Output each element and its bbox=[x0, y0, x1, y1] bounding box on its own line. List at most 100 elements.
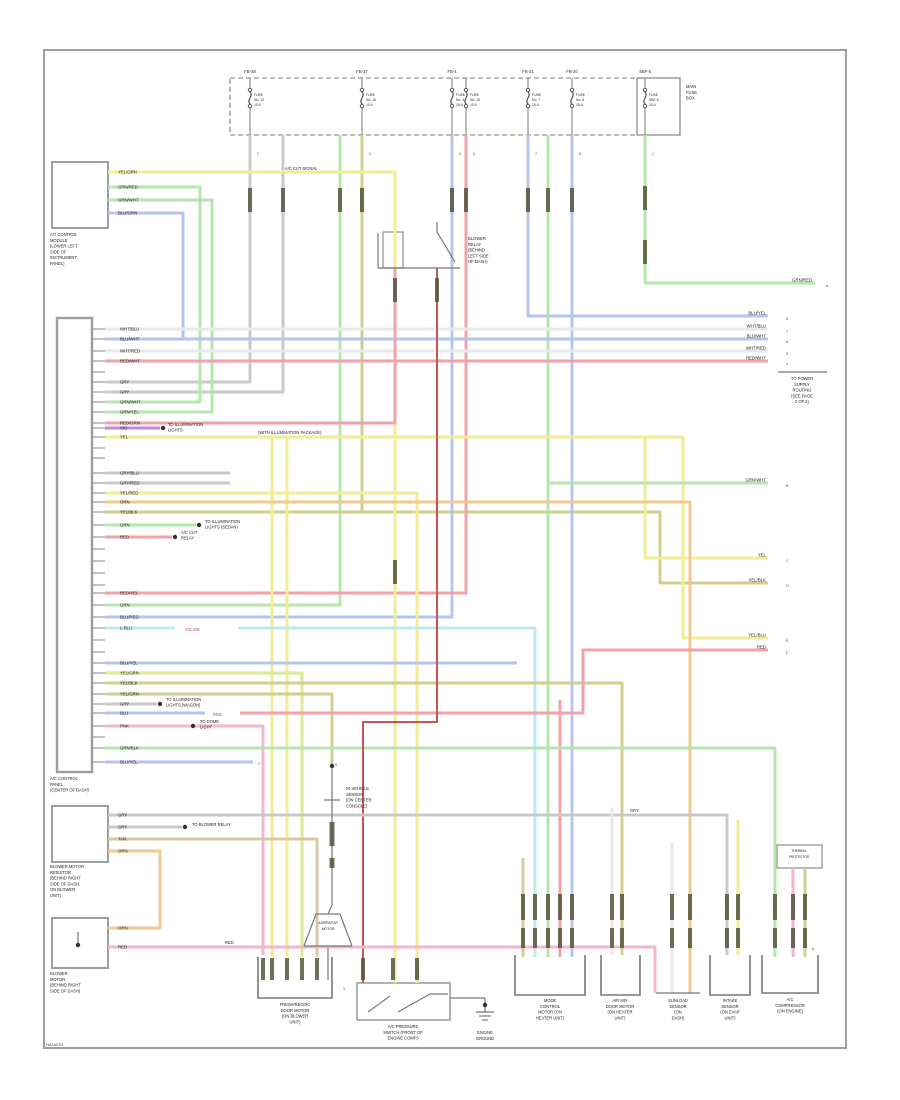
component-label: LEFT SIDE bbox=[468, 253, 489, 258]
component-label: RESISTOR bbox=[50, 870, 71, 875]
fuse-number: No. 12 bbox=[254, 98, 264, 102]
wire-code-label: BLU bbox=[120, 711, 128, 716]
wire-end-label: WHT/RED bbox=[746, 346, 766, 351]
fuse-terminal bbox=[247, 103, 253, 109]
component-label: BLOWER bbox=[468, 236, 486, 241]
fuse-terminal bbox=[642, 87, 648, 93]
wire-code-label: YEL/GRN bbox=[120, 692, 139, 697]
wire-darkred bbox=[362, 268, 438, 983]
connector-ref: 5 bbox=[786, 352, 788, 356]
fuse-amp: 30 A bbox=[649, 103, 657, 107]
fuse-name: FUSE bbox=[576, 93, 586, 97]
fuse-top-label: FB-20 bbox=[566, 69, 578, 74]
component-label: UNIT) bbox=[725, 1015, 737, 1020]
component-label: BLOWER bbox=[50, 971, 68, 976]
wire-red bbox=[105, 268, 397, 425]
annotation-text: TO ILLUMINATION bbox=[166, 697, 201, 702]
component-label: (ON BLOWER bbox=[282, 1014, 308, 1019]
fuse-box-dashed bbox=[229, 77, 681, 136]
diagram-line bbox=[367, 995, 391, 1013]
fuse-terminal bbox=[642, 103, 648, 109]
fuse-number: No. 16 bbox=[366, 98, 376, 102]
tiny-ref: 3 bbox=[369, 152, 371, 156]
page-border bbox=[43, 49, 847, 1049]
wire-code-label: WHT/BLU bbox=[120, 327, 139, 332]
component-label: IN-VEHICLE bbox=[346, 786, 369, 791]
fuse-top-label: FB-21 bbox=[522, 69, 534, 74]
wire-code-label: YEL/BLK bbox=[120, 510, 138, 515]
tiny-ref: 2 bbox=[258, 762, 260, 766]
diagram-line bbox=[339, 913, 353, 947]
blower-motor-connector bbox=[51, 917, 109, 969]
wire-code-label: L-BLU bbox=[120, 626, 132, 631]
fuse-element bbox=[643, 91, 647, 105]
tiny-ref: 1 bbox=[652, 152, 654, 156]
component-label: TO POWER bbox=[791, 376, 813, 381]
component-label: A/C PRESSURE bbox=[388, 1024, 419, 1029]
wire-green bbox=[643, 135, 815, 285]
component-label: (ON bbox=[674, 1010, 682, 1015]
annotation-text: A/C CUT bbox=[181, 530, 198, 535]
fuse-element bbox=[526, 91, 530, 105]
tiny-ref: 4 bbox=[459, 152, 461, 156]
component-label: (ON HEATER bbox=[608, 1010, 633, 1015]
wire-code-label: GRY bbox=[120, 702, 129, 707]
wire-blue bbox=[105, 135, 454, 619]
wire-code-label: ORN bbox=[118, 926, 128, 931]
component-label: MODE bbox=[544, 998, 557, 1003]
fuse-name: FUSE bbox=[470, 93, 480, 97]
component-label: INSTRUMENT bbox=[50, 255, 77, 260]
wire-code-label: ORN bbox=[120, 500, 130, 505]
component-label: UNIT) bbox=[615, 1015, 627, 1020]
wire-gray bbox=[105, 135, 285, 394]
annotation-text: (WITH ILLUMINATION PACKAGE) bbox=[258, 430, 322, 435]
fuse-top-label: FB-37 bbox=[356, 69, 368, 74]
annotation-text: TO DOME bbox=[200, 719, 219, 724]
fuse-top-label: FB-38 bbox=[244, 69, 256, 74]
component-label: (ON CENTER bbox=[346, 798, 372, 803]
tiny-ref: a bbox=[812, 947, 814, 951]
wire-code-label: GRN/WHT bbox=[120, 400, 141, 405]
wire-code-label: RED bbox=[118, 945, 127, 950]
wire-green bbox=[105, 135, 342, 607]
component-label: UNIT) bbox=[290, 1019, 302, 1024]
component-label: DOOR MOTOR bbox=[606, 1004, 635, 1009]
wire-code-label: GRY/RED bbox=[120, 481, 140, 486]
wire-code-label: BLU/WHT bbox=[120, 337, 140, 342]
fuse-amp: 15 A bbox=[456, 103, 464, 107]
wire-end-label: GRN/RED bbox=[792, 278, 812, 283]
annotation-text: TO ILLUMINATION bbox=[168, 422, 203, 427]
junction-dot bbox=[196, 522, 202, 528]
wire-code-label: YEL bbox=[120, 435, 129, 440]
junction-dot bbox=[182, 824, 188, 830]
wire-code-label: GRY bbox=[118, 813, 127, 818]
connector-ref: 6 bbox=[786, 340, 788, 344]
annotation-text: LIGHTS (SEDAN) bbox=[205, 525, 238, 530]
annotation-text: RED bbox=[225, 940, 234, 945]
component-label: SIDE OF bbox=[50, 249, 67, 254]
compressor-connector bbox=[761, 955, 819, 994]
component-label: SUPPLY bbox=[794, 382, 810, 387]
wire-code-label: BLU/GRN bbox=[118, 211, 137, 216]
connector-ref: A bbox=[826, 284, 829, 288]
wire-blue bbox=[108, 211, 185, 339]
component-label: AIR MIX bbox=[612, 998, 628, 1003]
component-label: THERMAL bbox=[791, 849, 806, 853]
component-label: MOTOR bbox=[322, 927, 335, 931]
junction-dot bbox=[482, 1002, 488, 1008]
fuse-terminal bbox=[359, 103, 365, 109]
component-label: (ON ENGINE) bbox=[777, 1009, 803, 1014]
fuse-name: FUSE bbox=[649, 93, 659, 97]
component-label: ENGINE bbox=[477, 1030, 493, 1035]
wire-pink bbox=[105, 724, 265, 955]
component-label: CONTROL bbox=[540, 1004, 561, 1009]
fuse-terminal bbox=[569, 87, 575, 93]
junction-dot bbox=[172, 534, 178, 540]
fuse-terminal bbox=[359, 87, 365, 93]
fuse-name: FUSE bbox=[456, 93, 466, 97]
wire-pink bbox=[108, 945, 657, 993]
tiny-ref: 9 bbox=[335, 763, 337, 767]
fuse-terminal bbox=[525, 103, 531, 109]
